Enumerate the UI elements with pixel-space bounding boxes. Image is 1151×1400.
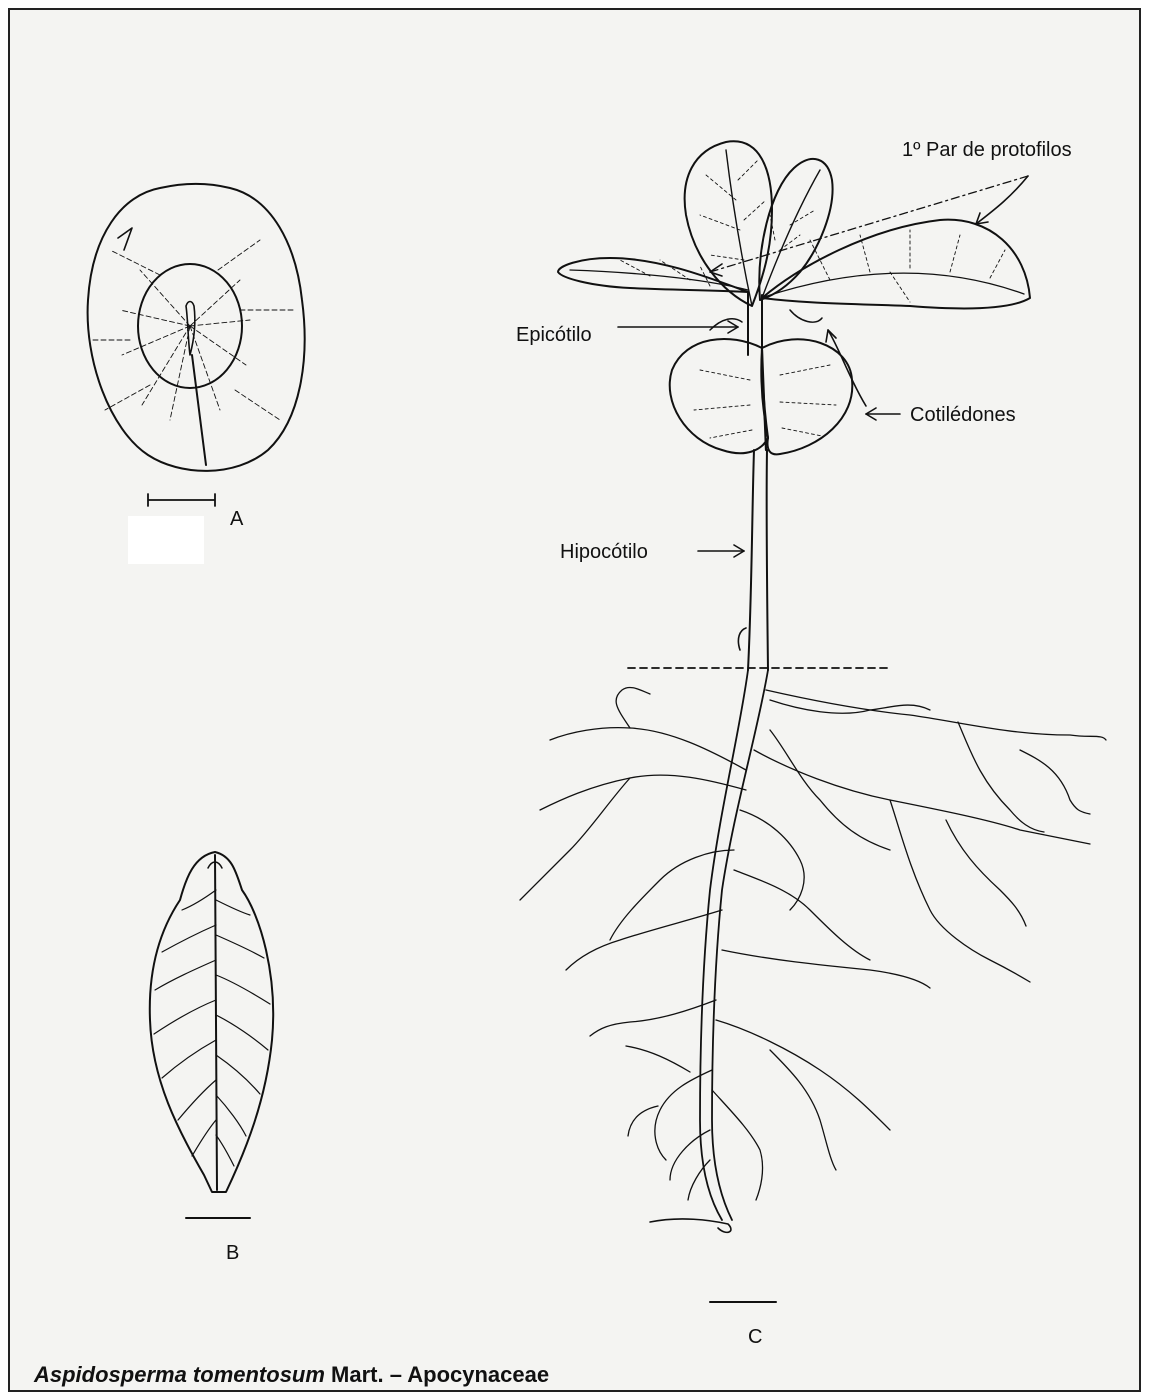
seedling-drawing — [520, 141, 1106, 1302]
panel-label-b: B — [226, 1242, 239, 1265]
leaf-drawing — [150, 852, 273, 1218]
lateral-roots — [520, 687, 1106, 1200]
seed-wing — [88, 184, 305, 471]
white-blank-patch — [128, 516, 204, 564]
caption-species: Aspidosperma tomentosum — [34, 1362, 325, 1387]
caption-family: Mart. – Apocynaceae — [325, 1362, 549, 1387]
cotyledon-left — [670, 339, 768, 453]
leaf-blade — [150, 852, 273, 1192]
scale-bar-a — [148, 494, 215, 506]
panel-label-a: A — [230, 508, 243, 531]
seed-wing-notch — [118, 228, 132, 250]
hypocotyl-stem — [748, 450, 768, 670]
label-protophylls: 1º Par de protofilos — [902, 139, 1072, 162]
label-cotyledons: Cotilédones — [910, 404, 1016, 427]
panel-label-c: C — [748, 1326, 762, 1349]
cotyledon-right — [762, 339, 852, 454]
figure-frame: 1º Par de protofilos Epicótilo Cotilédon… — [8, 8, 1141, 1392]
label-epicotyl: Epicótilo — [516, 324, 592, 347]
figure-caption: Aspidosperma tomentosum Mart. – Apocynac… — [34, 1362, 549, 1388]
label-hypocotyl: Hipocótilo — [560, 541, 648, 564]
seed-funicle — [192, 355, 206, 465]
leaf-midrib — [215, 855, 217, 1190]
seed-radial-lines — [92, 240, 295, 420]
seed-drawing — [88, 184, 305, 506]
botanical-drawing — [10, 10, 1141, 1392]
protophyll-leaf-right — [762, 220, 1030, 309]
